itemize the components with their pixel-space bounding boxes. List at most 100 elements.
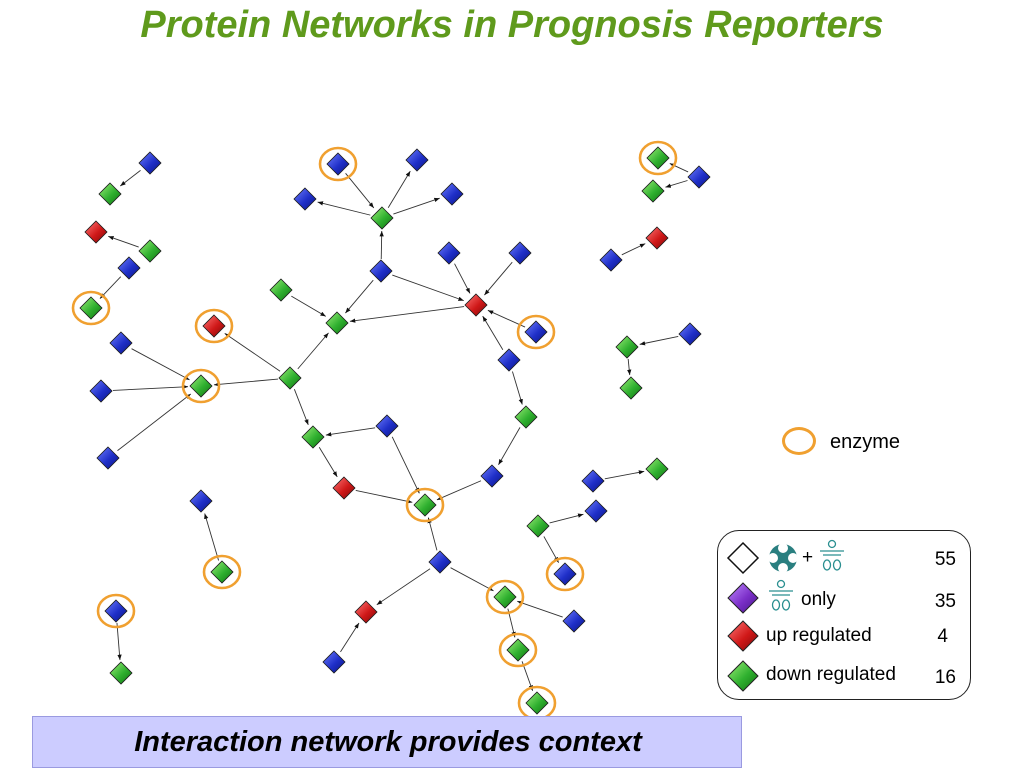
edge-i2-k5 xyxy=(498,427,521,465)
edge-g1-d5 xyxy=(379,230,384,260)
enzyme-rings xyxy=(71,140,678,721)
node-green-i2 xyxy=(514,405,538,429)
edge-h3-h4 xyxy=(112,384,189,391)
enzyme-ring-k4 xyxy=(405,487,445,523)
edge-d5-d2 xyxy=(387,170,411,208)
edge-a1-a2 xyxy=(119,169,141,187)
edge-g2-g5 xyxy=(454,263,471,294)
node-red-g5 xyxy=(464,293,488,317)
edge-n3-n2 xyxy=(517,600,563,618)
node-green-l1 xyxy=(645,457,669,481)
legend-text-both: + xyxy=(802,547,814,568)
banner: Interaction network provides context xyxy=(32,716,742,768)
node-blue-l2 xyxy=(581,469,605,493)
edge-g1-g5 xyxy=(392,274,464,302)
page-title: Protein Networks in Prognosis Reporters xyxy=(140,4,884,46)
enzyme-ring-o1 xyxy=(96,593,136,629)
node-green-k2 xyxy=(301,425,325,449)
node-blue-g1 xyxy=(369,259,393,283)
enzyme-ring-n2 xyxy=(485,579,525,615)
edge-n5-n4 xyxy=(340,622,360,653)
node-blue-m1 xyxy=(189,489,213,513)
legend-count-up: 4 xyxy=(937,626,948,647)
enzyme-ring-h4 xyxy=(181,368,221,404)
edge-k1-k4 xyxy=(391,436,420,494)
edge-m2-m1 xyxy=(204,513,220,561)
gene-chip-icon xyxy=(820,539,844,571)
edge-n1-n4 xyxy=(376,568,431,606)
network-edges xyxy=(99,163,689,691)
edge-b2-b1 xyxy=(108,235,139,248)
edge-k5-k4 xyxy=(436,480,482,501)
node-green-n6 xyxy=(506,638,530,662)
network-nodes xyxy=(79,146,711,715)
node-blue-j2 xyxy=(678,322,702,346)
legend-row-only: only 35 xyxy=(718,579,972,615)
edge-l4-l3 xyxy=(549,513,584,524)
node-green-m2 xyxy=(210,560,234,584)
enzyme-ring-c2 xyxy=(71,290,111,326)
node-blue-d3 xyxy=(293,187,317,211)
node-red-h1 xyxy=(202,314,226,338)
edge-j2-j1 xyxy=(639,335,679,346)
node-green-h5 xyxy=(278,366,302,390)
enzyme-ring-n6 xyxy=(498,632,538,668)
edge-g5-g6 xyxy=(349,306,465,323)
molecule-icon xyxy=(768,543,798,573)
legend-count-only: 35 xyxy=(934,591,956,612)
node-green-n7 xyxy=(525,691,549,715)
enzyme-label: enzyme xyxy=(830,431,901,453)
enzyme-ring-e1 xyxy=(638,140,678,176)
node-blue-k5 xyxy=(480,464,504,488)
node-green-g4 xyxy=(269,278,293,302)
node-blue-n5 xyxy=(322,650,346,674)
legend-text-only: only xyxy=(801,589,836,610)
node-green-e3 xyxy=(641,179,665,203)
edge-d5-d3 xyxy=(317,201,371,216)
legend-text-up: up regulated xyxy=(766,625,872,646)
edge-i1-i2 xyxy=(511,371,523,405)
enzyme-ring-d1 xyxy=(318,146,358,182)
node-red-n4 xyxy=(354,600,378,624)
node-blue-n1 xyxy=(428,550,452,574)
node-blue-h6 xyxy=(96,446,120,470)
node-green-b2 xyxy=(138,239,162,263)
node-blue-d1 xyxy=(326,152,350,176)
edge-l2-l1 xyxy=(604,470,645,480)
gene-chip-icon xyxy=(769,579,793,611)
edge-f2-f1 xyxy=(621,243,646,256)
node-blue-n3 xyxy=(562,609,586,633)
node-blue-c1 xyxy=(117,256,141,280)
edge-d1-d5 xyxy=(345,173,375,209)
node-blue-h3 xyxy=(89,379,113,403)
edge-n1-n2 xyxy=(450,567,494,592)
edge-e2-e3 xyxy=(665,180,688,188)
enzyme-key: enzyme xyxy=(780,424,940,458)
node-red-f1 xyxy=(645,226,669,250)
node-green-a2 xyxy=(98,182,122,206)
purple-diamond-icon xyxy=(727,582,759,614)
node-blue-a1 xyxy=(138,151,162,175)
edge-n1-k4 xyxy=(427,517,438,551)
edge-g1-g6 xyxy=(345,279,374,314)
legend-count-down: 16 xyxy=(934,667,956,688)
edge-o1-o2 xyxy=(116,622,122,661)
node-blue-o1 xyxy=(104,599,128,623)
node-blue-i1 xyxy=(497,348,521,372)
edge-h5-k2 xyxy=(293,389,309,426)
green-diamond-icon xyxy=(727,660,759,692)
node-blue-h2 xyxy=(109,331,133,355)
node-green-n2 xyxy=(493,585,517,609)
edge-k1-k2 xyxy=(325,427,376,437)
node-green-e1 xyxy=(646,146,670,170)
node-blue-g2 xyxy=(437,241,461,265)
red-diamond-icon xyxy=(727,620,759,652)
node-green-h4 xyxy=(189,374,213,398)
node-green-c2 xyxy=(79,296,103,320)
white-diamond-icon xyxy=(726,541,760,575)
legend-row-both: + 55 xyxy=(718,539,972,575)
node-blue-l3 xyxy=(584,499,608,523)
node-green-g6 xyxy=(325,311,349,335)
node-green-d5 xyxy=(370,206,394,230)
legend-count-both: 55 xyxy=(934,549,956,570)
